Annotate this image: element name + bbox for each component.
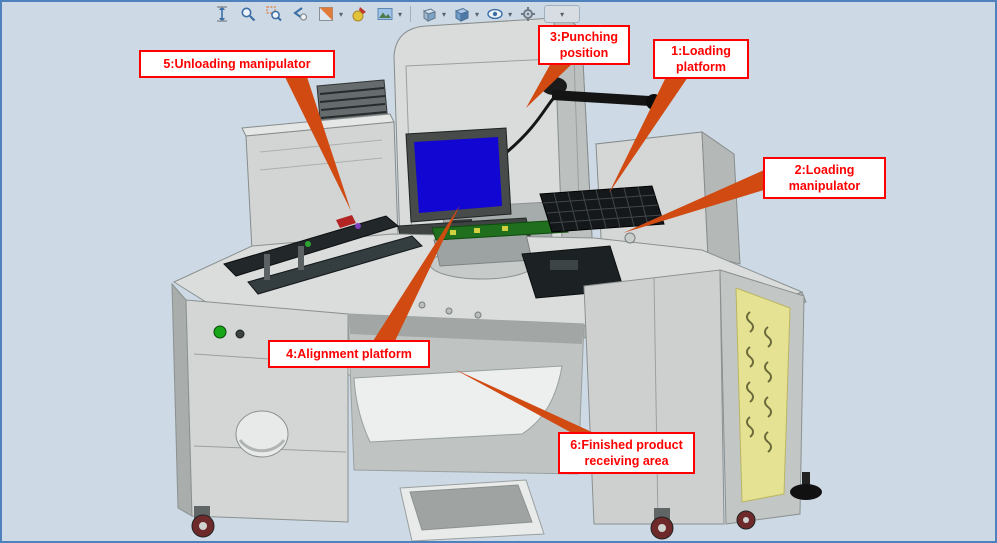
view-toolbar: ▾ ▾ ▾ ▾ ▾ ▾ bbox=[212, 3, 581, 25]
hide-show-items-caret[interactable]: ▾ bbox=[508, 9, 513, 19]
edit-appearance-icon[interactable] bbox=[349, 4, 369, 24]
apply-scene-caret[interactable]: ▾ bbox=[398, 9, 403, 19]
callout-loading-manipulator: 2:Loading manipulator bbox=[763, 157, 886, 199]
display-style-caret[interactable]: ▾ bbox=[475, 9, 480, 19]
section-view-caret[interactable]: ▾ bbox=[339, 9, 344, 19]
callout-loading-platform: 1:Loading platform bbox=[653, 39, 749, 79]
toolbar-expander-button[interactable]: ▾ bbox=[544, 5, 581, 23]
display-style-icon[interactable] bbox=[452, 4, 472, 24]
callout-alignment-platform: 4:Alignment platform bbox=[268, 340, 430, 368]
view-orientation-icon[interactable] bbox=[419, 4, 439, 24]
view-settings-icon[interactable] bbox=[518, 4, 538, 24]
section-view-icon[interactable] bbox=[316, 4, 336, 24]
zoom-to-fit-icon[interactable] bbox=[212, 4, 232, 24]
callout-finished-product-area: 6:Finished product receiving area bbox=[558, 432, 695, 474]
apply-scene-icon[interactable] bbox=[375, 4, 395, 24]
callout-unloading-manipulator: 5:Unloading manipulator bbox=[139, 50, 335, 78]
previous-view-icon[interactable] bbox=[290, 4, 310, 24]
hide-show-items-icon[interactable] bbox=[485, 4, 505, 24]
toolbar-separator bbox=[410, 6, 412, 22]
view-orientation-caret[interactable]: ▾ bbox=[442, 9, 447, 19]
callout-punching-position: 3:Punching position bbox=[538, 25, 630, 65]
zoom-icon[interactable] bbox=[238, 4, 258, 24]
zoom-to-area-icon[interactable] bbox=[264, 4, 284, 24]
